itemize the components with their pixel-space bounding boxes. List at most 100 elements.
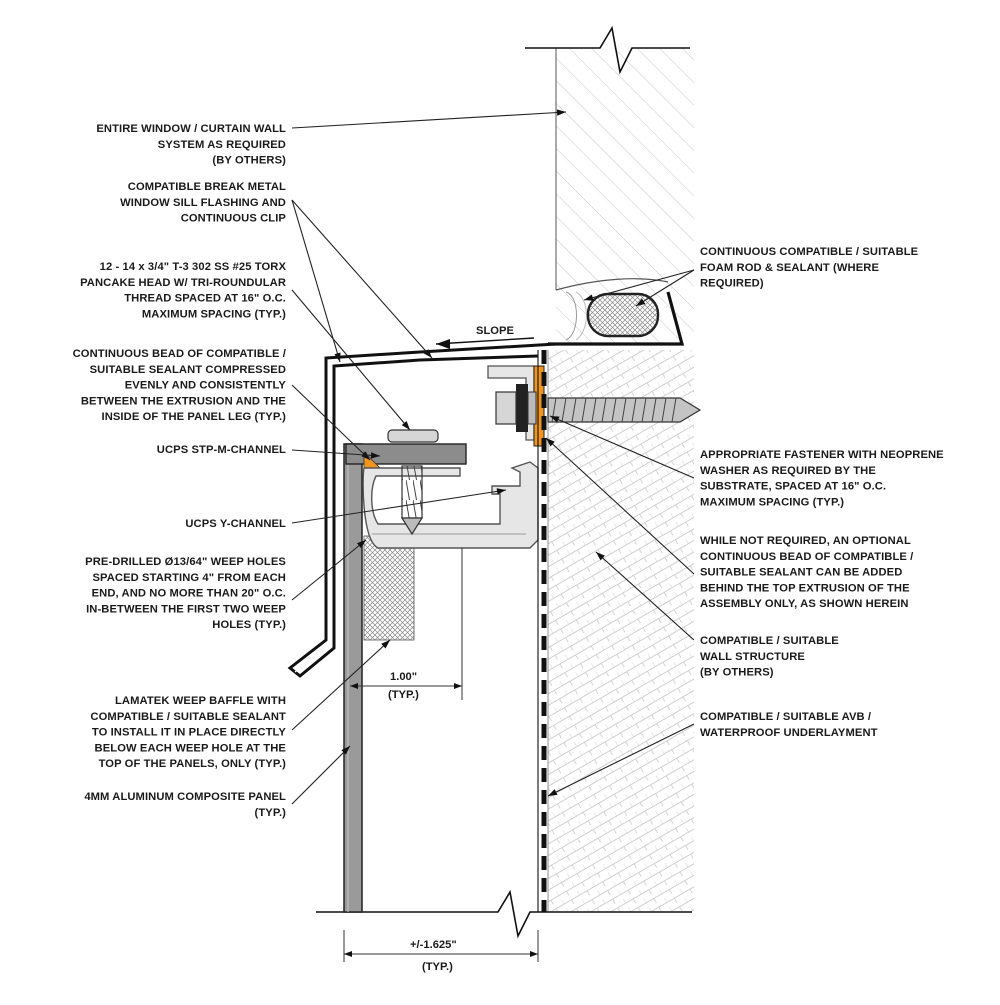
note-window-system: ENTIRE WINDOW / CURTAIN WALL SYSTEM AS RE… [96, 123, 286, 167]
note-line: BEHIND THE TOP EXTRUSION OF THE [700, 582, 910, 594]
wall-structure-section [316, 350, 694, 939]
leader-arrowhead [370, 452, 380, 459]
leader-line [583, 269, 695, 301]
note-line: WINDOW SILL FLASHING AND [120, 197, 286, 209]
leader-arrowhead [556, 109, 566, 116]
note-acm-panel: 4MM ALUMINUM COMPOSITE PANEL (TYP.) [84, 791, 286, 819]
leader-arrowhead [334, 352, 341, 362]
note-line: PRE-DRILLED Ø13/64" WEEP HOLES [85, 556, 286, 568]
note-line: COMPATIBLE / SUITABLE SEALANT [90, 711, 286, 723]
dim-2-value: +/-1.625" [410, 939, 457, 951]
leader-line [291, 199, 433, 359]
note-line: ASSEMBLY ONLY, AS SHOWN HEREIN [700, 598, 909, 610]
note-line: SPACED STARTING 4" FROM EACH [92, 572, 286, 584]
leader-arrowhead [596, 552, 605, 561]
avb-line [537, 350, 547, 912]
note-line: SUBSTRATE, SPACED AT 16" O.C. [700, 481, 886, 493]
note-line: UCPS Y-CHANNEL [185, 518, 286, 530]
note-y-channel: UCPS Y-CHANNEL [185, 518, 286, 530]
note-line: CONTINUOUS CLIP [181, 213, 287, 225]
leader-arrowhead [361, 451, 370, 460]
note-stp-m-channel: UCPS STP-M-CHANNEL [157, 444, 286, 456]
note-line: LAMATEK WEEP BAFFLE WITH [115, 695, 286, 707]
note-line: WHILE NOT REQUIRED, AN OPTIONAL [700, 535, 911, 547]
note-line: WALL STRUCTURE [700, 651, 805, 663]
leader-line [549, 415, 695, 479]
note-line: PANCAKE HEAD W/ TRI-ROUNDULAR [80, 277, 286, 289]
slope-label: SLOPE [476, 325, 514, 337]
note-torx-screw: 12 - 14 x 3/4" T-3 302 SS #25 TORX PANCAK… [80, 261, 286, 320]
note-sealant-bead: CONTINUOUS BEAD OF COMPATIBLE / SUITABLE … [73, 348, 287, 423]
note-line: HOLES (TYP.) [212, 619, 286, 631]
leader-arrowhead [356, 540, 366, 549]
leader-line [291, 745, 351, 805]
leader-line [291, 199, 341, 363]
note-line: UCPS STP-M-CHANNEL [157, 444, 286, 456]
note-foam-rod: CONTINUOUS COMPATIBLE / SUITABLE FOAM ROD… [700, 246, 919, 290]
dimension-1: 1.00" (TYP.) [350, 548, 463, 701]
note-line: MAXIMUM SPACING (TYP.) [142, 308, 286, 320]
note-line: TOP OF THE PANELS, ONLY (TYP.) [99, 758, 287, 770]
leader-line [291, 111, 567, 129]
note-line: CONTINUOUS BEAD OF COMPATIBLE / [73, 348, 286, 360]
y-channel-shape [362, 461, 539, 549]
note-optional-sealant: WHILE NOT REQUIRED, AN OPTIONAL CONTINUOU… [700, 535, 913, 610]
substrate-fastener-icon [495, 384, 702, 432]
note-line: COMPATIBLE / SUITABLE [700, 635, 839, 647]
dimension-2: +/-1.625" (TYP.) [343, 930, 539, 973]
leader-arrowhead [496, 488, 506, 495]
leader-arrowhead [548, 789, 558, 796]
note-line: TO INSTALL IT IN PLACE DIRECTLY [92, 727, 287, 739]
leader-line [291, 289, 411, 431]
note-line: 12 - 14 x 3/4" T-3 302 SS #25 TORX [100, 261, 287, 273]
break-line-icon [316, 889, 692, 939]
note-fastener: APPROPRIATE FASTENER WITH NEOPRENE WASHER… [700, 449, 944, 508]
note-line: CONTINUOUS BEAD OF COMPATIBLE / [700, 551, 913, 563]
note-line: THREAD SPACED AT 16" O.C. [124, 293, 286, 305]
leader-arrowhead [636, 298, 646, 306]
note-line: MAXIMUM SPACING (TYP.) [700, 496, 844, 508]
note-line: (BY OTHERS) [212, 155, 286, 167]
slope-indicator: SLOPE [435, 325, 535, 349]
leader-line [545, 437, 695, 575]
leader-arrowhead [381, 640, 390, 649]
leader-line [635, 269, 695, 307]
note-line: SUITABLE SEALANT COMPRESSED [90, 364, 286, 376]
leader-line [291, 489, 507, 524]
leader-line [547, 723, 695, 797]
leader-line [595, 551, 695, 641]
note-avb: COMPATIBLE / SUITABLE AVB /WATERPROOF UN… [700, 711, 878, 739]
note-line: COMPATIBLE BREAK METAL [128, 181, 286, 193]
note-line: WASHER AS REQUIRED BY THE [700, 465, 876, 477]
leader-arrowhead [423, 349, 432, 358]
note-line: (TYP.) [255, 807, 287, 819]
note-line: CONTINUOUS COMPATIBLE / SUITABLE [700, 246, 919, 258]
note-line: ENTIRE WINDOW / CURTAIN WALL [96, 123, 286, 135]
note-line: SUITABLE SEALANT CAN BE ADDED [700, 567, 902, 579]
leader-line [291, 539, 367, 601]
leader-arrowhead [546, 438, 555, 447]
leader-line [291, 449, 381, 457]
leader-line [291, 384, 371, 461]
note-line: BETWEEN THE EXTRUSION AND THE [81, 395, 287, 407]
note-line: WATERPROOF UNDERLAYMENT [700, 727, 878, 739]
note-sill-flashing: COMPATIBLE BREAK METAL WINDOW SILL FLASHI… [120, 181, 286, 225]
note-line: FOAM ROD & SEALANT (WHERE [700, 262, 879, 274]
note-line: INSIDE OF THE PANEL LEG (TYP.) [101, 411, 286, 423]
weep-baffle-shape [363, 535, 415, 641]
sill-flashing-shape [287, 342, 557, 678]
note-line: SYSTEM AS REQUIRED [158, 139, 286, 151]
note-line: APPROPRIATE FASTENER WITH NEOPRENE [700, 449, 944, 461]
leader-arrowhead [341, 746, 350, 755]
note-line: IN-BETWEEN THE FIRST TWO WEEP [86, 603, 286, 615]
dim-1-value: 1.00" [390, 671, 417, 683]
note-line: REQUIRED) [700, 278, 764, 290]
dim-2-note: (TYP.) [422, 961, 453, 973]
leader-arrowhead [584, 294, 594, 301]
leader-line [291, 639, 391, 731]
note-line: 4MM ALUMINUM COMPOSITE PANEL [84, 791, 286, 803]
note-line: BELOW EACH WEEP HOLE AT THE [95, 742, 287, 754]
